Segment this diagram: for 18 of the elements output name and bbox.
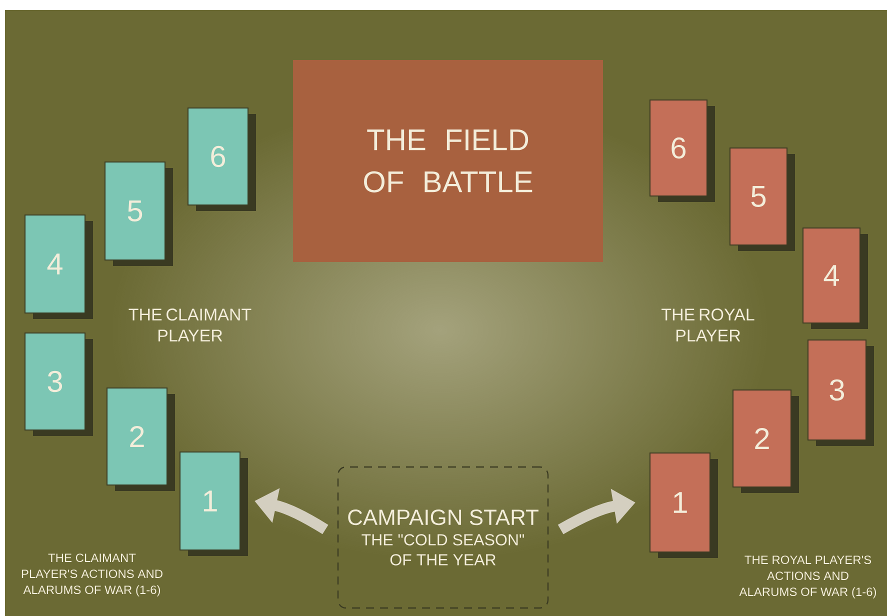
player-label: THE ROYAL PLAYER	[662, 308, 754, 342]
player-label: THE CLAIMANT PLAYER	[128, 308, 252, 342]
caption-text: THE CLAIMANT PLAYER'S ACTIONS AND ALARUMS OF WAR (1-6)	[22, 554, 162, 596]
card: 3	[24, 332, 93, 436]
card: 4	[802, 228, 868, 329]
card: 3	[808, 340, 874, 446]
card: 1	[180, 452, 248, 556]
card: 2	[106, 388, 175, 491]
card: 6	[188, 108, 256, 211]
card: 2	[732, 390, 799, 493]
card: 5	[730, 148, 795, 251]
caption-text: THE ROYAL PLAYER'S ACTIONS AND ALARUMS OF WAR (1-6)	[739, 556, 876, 598]
card: 4	[24, 214, 93, 319]
field-box: THE FIELD OF BATTLE	[293, 60, 603, 262]
card: 5	[104, 162, 173, 266]
card: 1	[650, 452, 718, 558]
start-box: CAMPAIGN START THE "COLD SEASON" OF THE YEAR	[337, 466, 549, 609]
card: 6	[650, 100, 715, 202]
